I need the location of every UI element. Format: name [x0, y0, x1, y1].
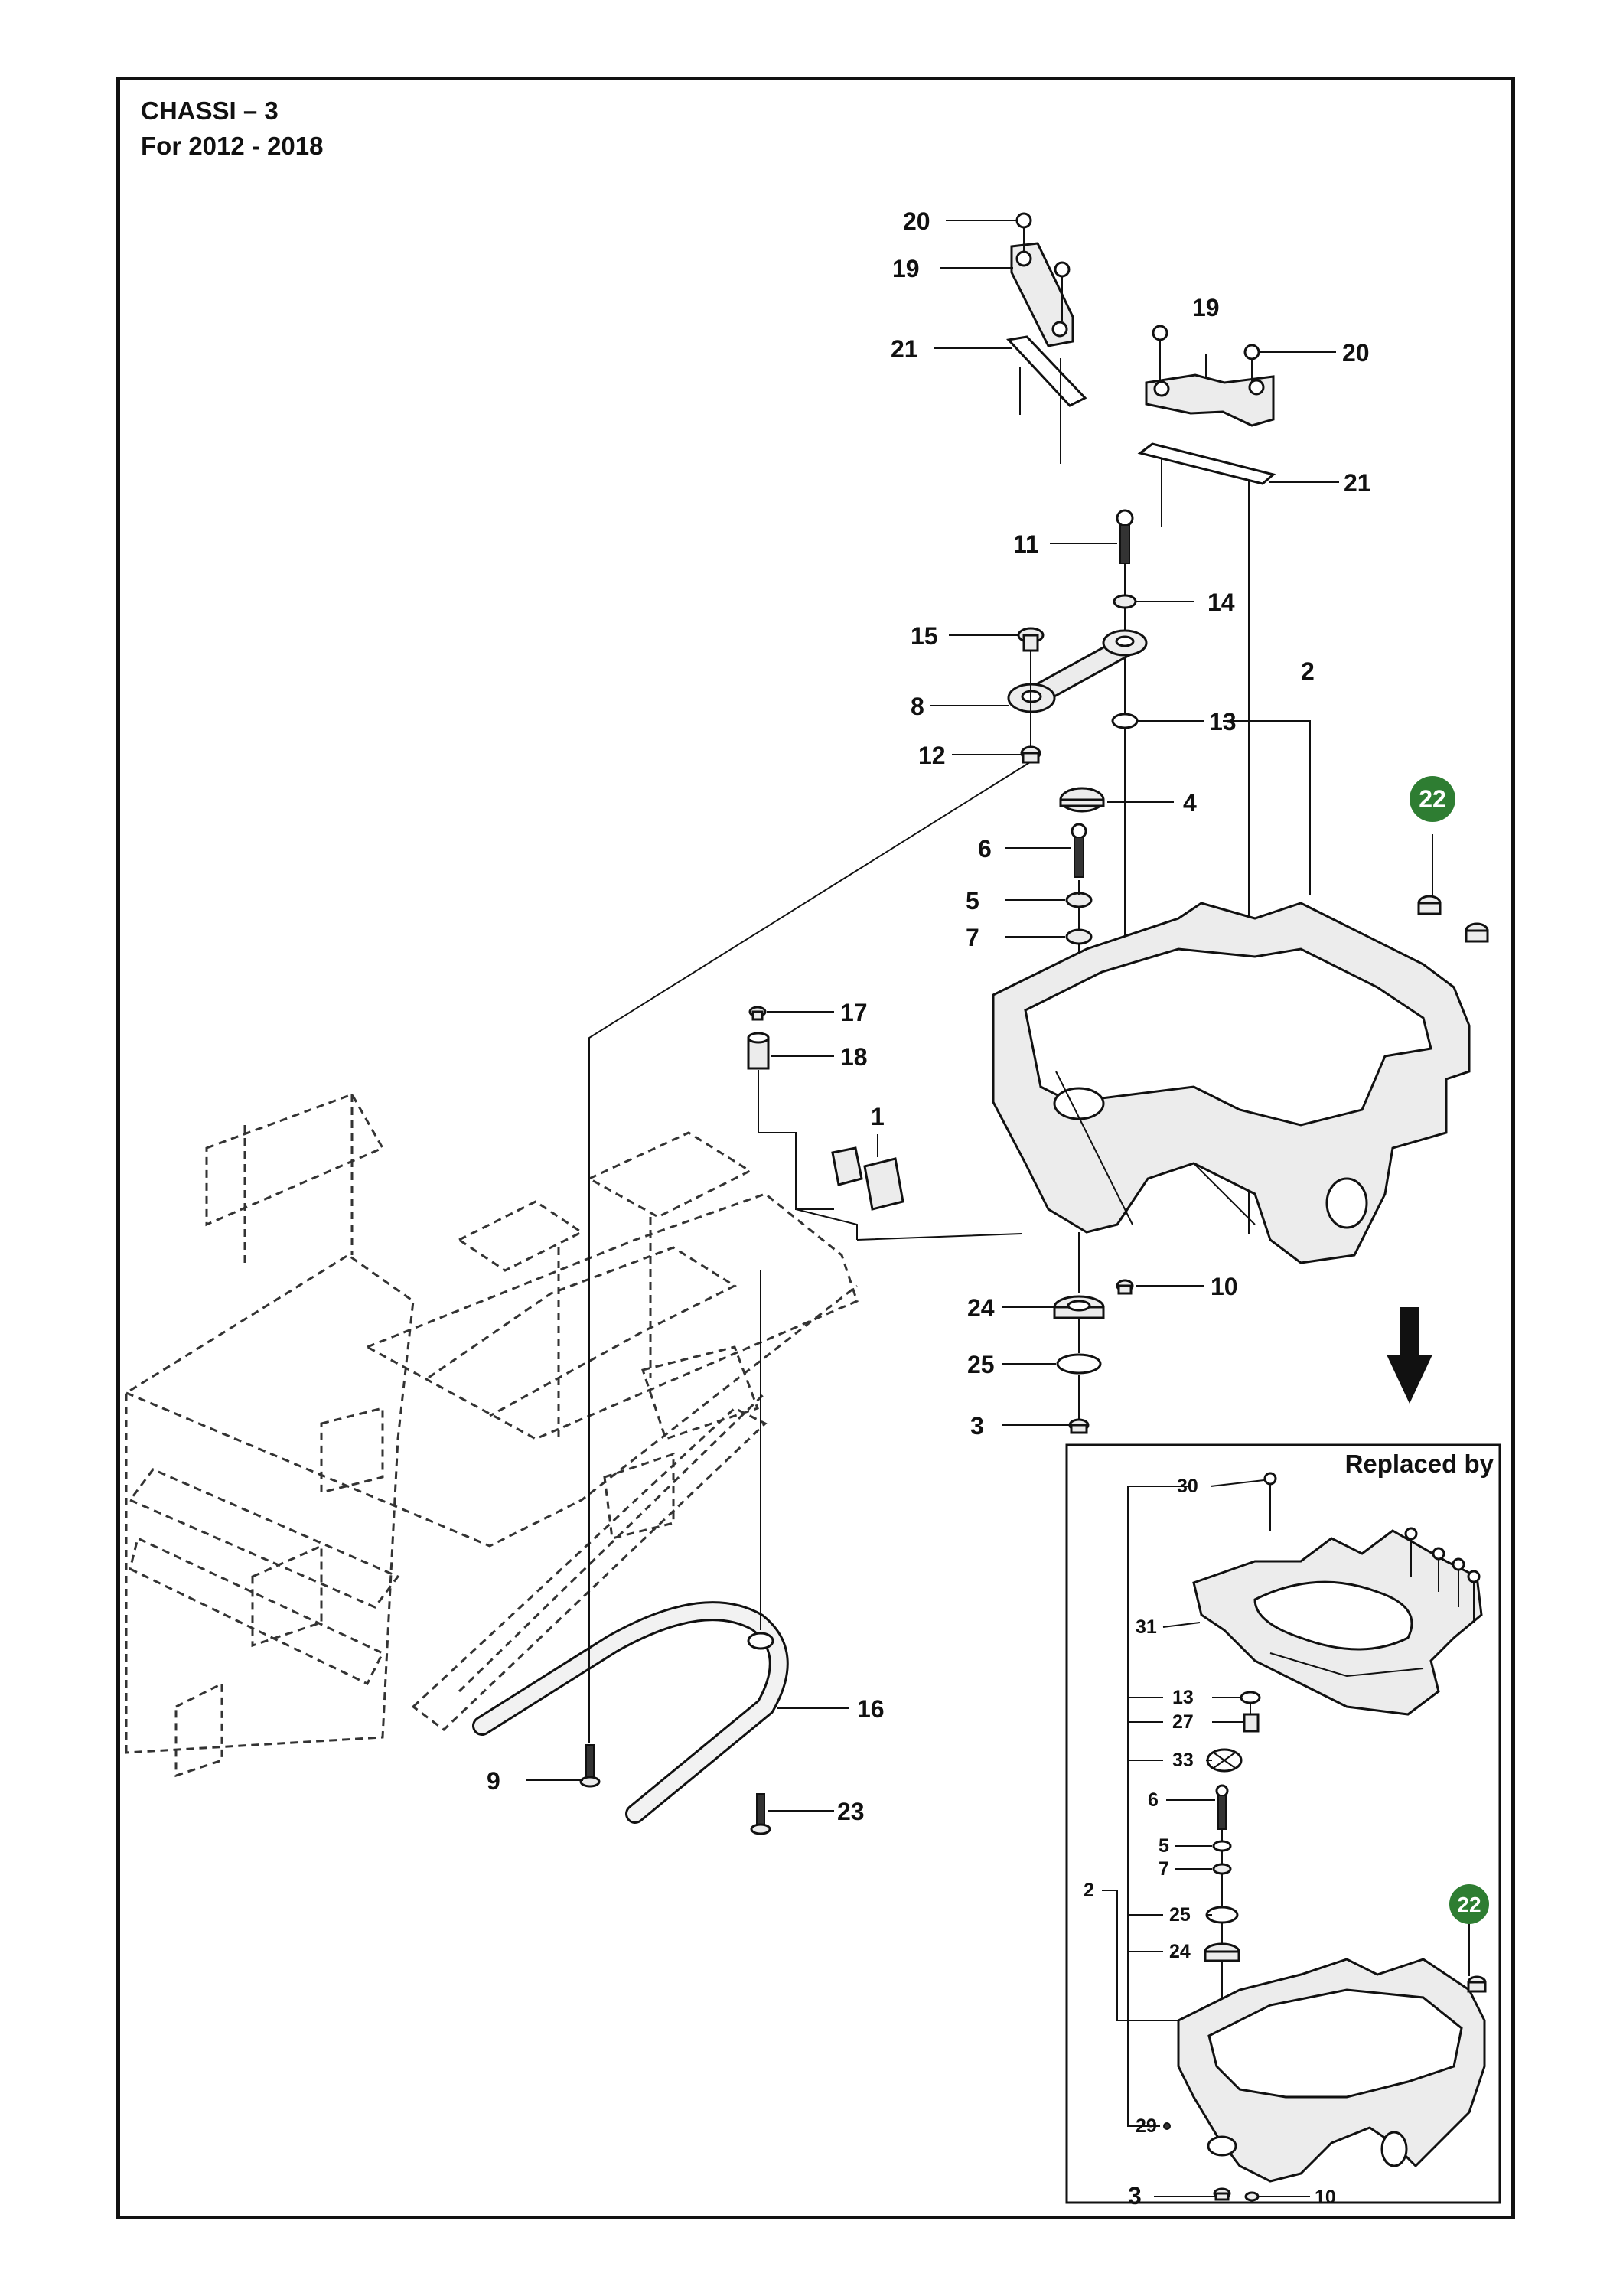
callout-21: 21	[1344, 469, 1371, 497]
bushing-27	[1243, 1713, 1260, 1733]
washer-7-new	[1212, 1863, 1232, 1875]
callout-2: 2	[1301, 657, 1315, 685]
link-rod-8	[1007, 629, 1148, 713]
inset-callout-2: 2	[1084, 1880, 1094, 1901]
inset-callout-27: 27	[1172, 1711, 1194, 1733]
ring-25	[1056, 1353, 1102, 1375]
screw-17	[748, 1006, 767, 1021]
bracket-19-left	[1010, 212, 1074, 347]
washer-5-new	[1212, 1840, 1232, 1852]
callout-15: 15	[911, 622, 938, 650]
washer-13-new	[1240, 1691, 1261, 1704]
bolt-23	[750, 1793, 771, 1835]
inset-callout-5: 5	[1159, 1835, 1169, 1857]
inset-callout-6: 6	[1148, 1789, 1159, 1811]
down-arrow-icon	[1387, 1307, 1432, 1404]
washer-13	[1111, 713, 1139, 729]
bolt-9	[579, 1744, 601, 1788]
callout-1: 1	[871, 1103, 885, 1130]
front-frame-2-new	[1177, 1958, 1486, 2183]
mower-frame-outline	[125, 1093, 859, 1778]
inset-callout-24: 24	[1169, 1941, 1191, 1962]
bushing-18	[747, 1032, 770, 1070]
inset-callout-30: 30	[1177, 1476, 1198, 1497]
pin-29	[1163, 2122, 1171, 2130]
callout-3: 3	[970, 1412, 984, 1440]
nut-15	[1017, 627, 1045, 652]
cap-4	[1059, 787, 1105, 813]
callout-19: 19	[892, 255, 920, 282]
inset-callout-3: 3	[1128, 2182, 1142, 2210]
nut-22-new	[1467, 1975, 1487, 1993]
callout-10: 10	[1211, 1273, 1238, 1300]
inset-callout-13: 13	[1172, 1687, 1194, 1708]
callout-6: 6	[978, 835, 992, 863]
new-part-badge: 22	[1410, 776, 1455, 822]
callout-20: 20	[903, 207, 930, 235]
inset-callout-labels: 30 31 13 27 33 6 5 7 2 25 24 29 3 10	[1084, 1476, 1336, 2210]
bolt-6-new	[1215, 1784, 1229, 1830]
assembly-leader	[758, 1070, 1022, 1241]
callout-7: 7	[966, 924, 979, 951]
inset-leader-lines	[1102, 1479, 1470, 2197]
callout-13: 13	[1209, 708, 1237, 735]
plug-1	[831, 1146, 904, 1211]
new-part-badge-inset: 22	[1449, 1884, 1489, 1924]
washer-14	[1113, 594, 1137, 609]
callout-17: 17	[840, 999, 868, 1026]
nut-22a	[1417, 895, 1442, 915]
callout-4: 4	[1183, 789, 1197, 817]
inset-callout-29: 29	[1136, 2115, 1157, 2137]
page-subtitle: For 2012 - 2018	[141, 132, 324, 160]
leader-lines	[526, 220, 1433, 1812]
callout-8: 8	[911, 693, 924, 720]
inset-callout-33: 33	[1172, 1750, 1194, 1771]
callout-16: 16	[857, 1695, 885, 1723]
plate-21-right	[1137, 442, 1276, 1234]
inset-callout-7: 7	[1159, 1858, 1169, 1880]
inset-title: Replaced by	[1345, 1450, 1494, 1478]
bracket-19-right	[1145, 325, 1275, 427]
badge-label: 22	[1457, 1893, 1481, 1916]
callout-20: 20	[1342, 339, 1370, 367]
nut-12	[1020, 745, 1041, 764]
callout-labels: 20 19 21 19 20 21 11 14 15 2 8 13 12 4 6…	[487, 207, 1371, 1825]
badge-label: 22	[1419, 785, 1446, 813]
cap-33	[1206, 1748, 1243, 1773]
bolt-6	[1071, 823, 1087, 878]
callout-14: 14	[1207, 589, 1235, 616]
cover-31	[1192, 1472, 1483, 1716]
bearing-24	[1053, 1295, 1105, 1319]
callout-12: 12	[918, 742, 946, 769]
callout-19: 19	[1192, 294, 1220, 321]
inset-callout-25: 25	[1169, 1904, 1191, 1926]
page-title: CHASSI – 3	[141, 96, 279, 125]
front-frame-2	[992, 902, 1471, 1264]
callout-5: 5	[966, 887, 979, 915]
nut-3-new	[1213, 2187, 1231, 2201]
callout-21: 21	[891, 335, 918, 363]
drawing-frame	[116, 77, 1515, 2219]
washer-7	[1065, 928, 1093, 945]
plate-21-left	[1006, 335, 1087, 464]
callout-24: 24	[967, 1294, 995, 1322]
nut-10	[1116, 1279, 1134, 1295]
callout-9: 9	[487, 1767, 500, 1795]
callout-23: 23	[837, 1798, 865, 1825]
rod-16	[472, 1601, 789, 1824]
nut-10-new	[1244, 2191, 1260, 2202]
nut-3	[1068, 1418, 1090, 1434]
callout-11: 11	[1013, 530, 1039, 558]
replacement-inset: Replaced by	[1065, 1443, 1501, 2210]
callout-18: 18	[840, 1043, 868, 1071]
nut-22b	[1465, 922, 1489, 943]
inset-callout-31: 31	[1136, 1616, 1157, 1638]
inset-axis-line	[1221, 1704, 1251, 2005]
inset-callout-10: 10	[1315, 2187, 1336, 2208]
callout-25: 25	[967, 1351, 995, 1378]
